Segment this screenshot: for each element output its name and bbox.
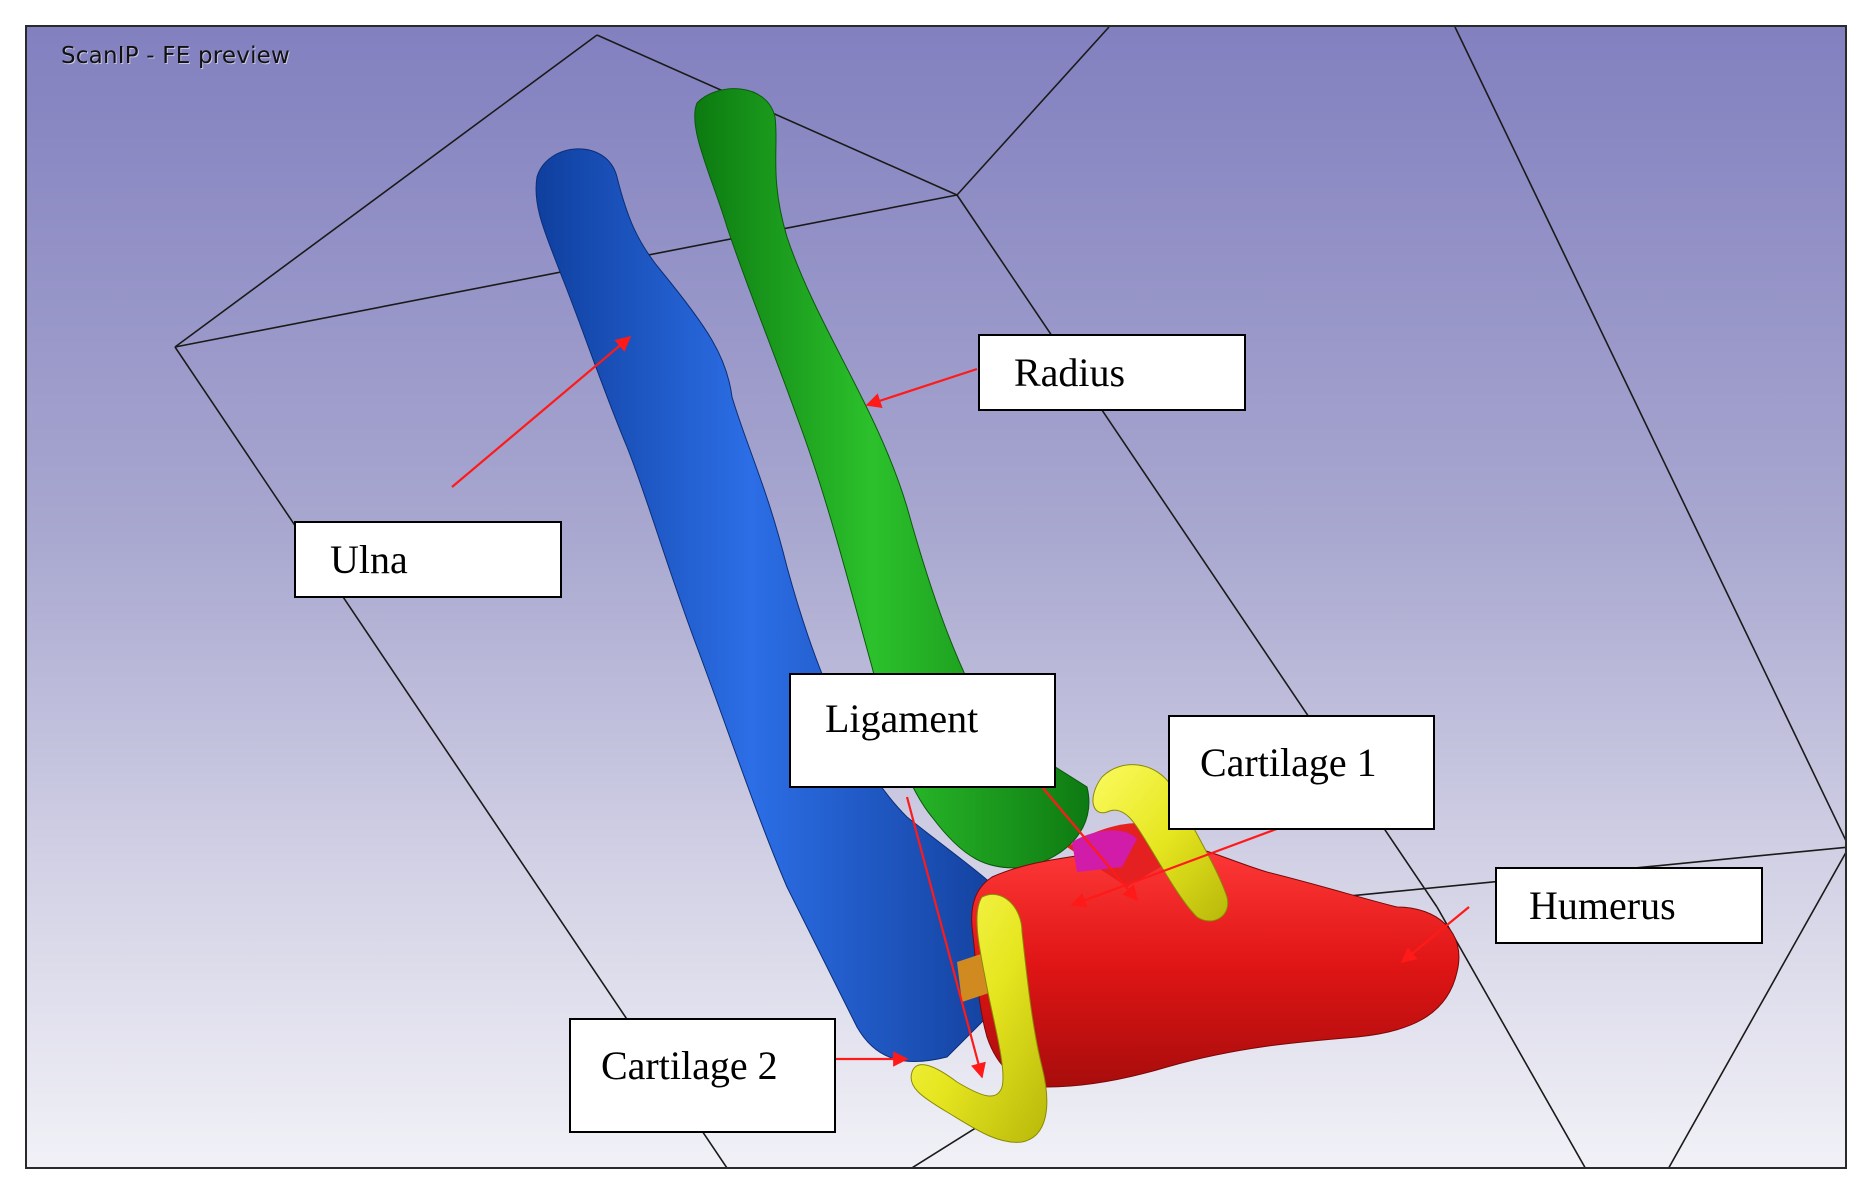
label-humerus-text: Humerus [1529, 882, 1676, 929]
label-cartilage-2-text: Cartilage 2 [601, 1042, 778, 1089]
window-title: ScanIP - FE preview [61, 43, 290, 69]
label-radius-text: Radius [1014, 349, 1125, 396]
fe-preview-viewport[interactable]: ScanIP - FE preview Radius Ulna Ligament… [25, 25, 1847, 1169]
label-ulna-text: Ulna [330, 536, 408, 583]
label-cartilage-1: Cartilage 1 [1168, 715, 1435, 830]
label-ligament-text: Ligament [825, 695, 978, 742]
3d-model-scene [27, 27, 1847, 1169]
label-humerus: Humerus [1495, 867, 1763, 944]
label-cartilage-2: Cartilage 2 [569, 1018, 836, 1133]
label-ligament: Ligament [789, 673, 1056, 788]
label-ulna: Ulna [294, 521, 562, 598]
label-cartilage-1-text: Cartilage 1 [1200, 739, 1377, 786]
arrow-ulna [452, 337, 630, 487]
humerus-bone [972, 823, 1459, 1087]
arrow-radius [867, 369, 977, 405]
label-radius: Radius [978, 334, 1246, 411]
